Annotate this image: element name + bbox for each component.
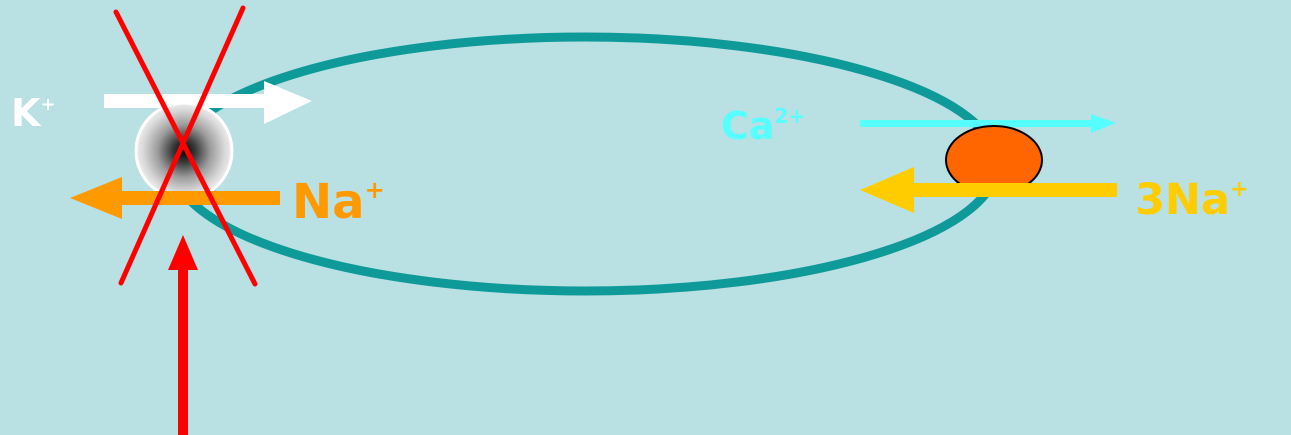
ion-channel-icon [136, 103, 232, 199]
calcium-charge: 2+ [775, 104, 806, 128]
red-up-arrow-icon [168, 235, 198, 435]
exchanger-sodium-charge: + [1230, 177, 1248, 202]
calcium-label: Ca2+ [721, 104, 805, 148]
cell-membrane [173, 37, 997, 291]
sodium-channel-charge: + [365, 176, 385, 204]
calcium-symbol: Ca [721, 104, 775, 148]
sodium-channel-symbol: Na [292, 174, 365, 230]
potassium-charge: + [40, 94, 55, 115]
exchanger-sodium-label: 3Na+ [1135, 175, 1248, 225]
potassium-label: K+ [11, 91, 56, 135]
sodium-channel-label: Na+ [292, 174, 385, 230]
potassium-symbol: K [11, 91, 42, 135]
exchanger-sodium-symbol: 3Na [1135, 175, 1230, 225]
